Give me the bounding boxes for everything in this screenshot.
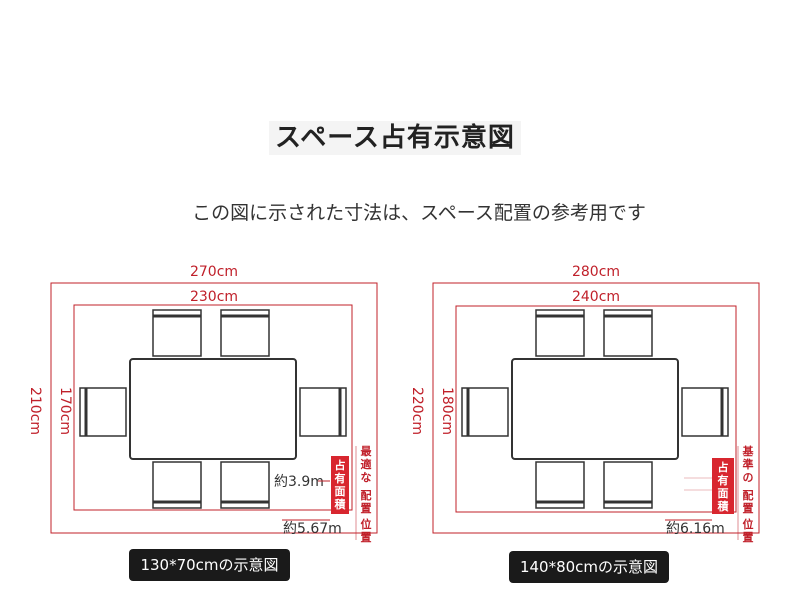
inner-boundary xyxy=(73,304,353,511)
outer-height-label: 220cm xyxy=(409,387,425,435)
area-box-char: 占 xyxy=(718,460,729,474)
svg-text:最: 最 xyxy=(361,445,373,458)
chair xyxy=(681,387,729,437)
svg-text:配: 配 xyxy=(361,488,372,502)
chair xyxy=(535,461,585,509)
area-box-char: 占 xyxy=(335,458,346,472)
inner-height-label: 170cm xyxy=(57,387,73,435)
svg-text:準: 準 xyxy=(743,457,754,471)
diagram-right: 280cm 240cm 220cm 180cm xyxy=(409,264,760,544)
chair xyxy=(603,309,653,357)
caption-right: 140*80cmの示意図 xyxy=(509,551,669,583)
svg-text:基: 基 xyxy=(742,444,755,458)
outer-boundary xyxy=(50,282,378,534)
area-label: 約5.67m xyxy=(283,521,342,537)
side-note: 最 適 な 配 置 位 置 xyxy=(361,445,373,544)
inner-width-label: 230cm xyxy=(190,289,238,305)
chair xyxy=(220,309,270,357)
chair xyxy=(603,461,653,509)
chair xyxy=(79,387,127,437)
area-box-char: 面 xyxy=(718,487,729,500)
chair xyxy=(461,387,509,437)
area-box-char: 有 xyxy=(718,473,729,487)
chair xyxy=(535,309,585,357)
svg-text:な: な xyxy=(361,471,372,484)
svg-text:適: 適 xyxy=(361,457,372,471)
chair xyxy=(220,461,270,509)
svg-text:位: 位 xyxy=(743,517,754,531)
diagram-left: 270cm 230cm 210cm 170cm xyxy=(27,264,378,544)
side-note: 基 準 の 配 置 位 置 xyxy=(742,444,755,544)
inner-width-label: 240cm xyxy=(572,289,620,305)
caption-left: 130*70cmの示意図 xyxy=(129,549,290,581)
chair xyxy=(299,387,347,437)
svg-text:置: 置 xyxy=(743,502,754,515)
inner-height-label: 180cm xyxy=(439,387,455,435)
outer-width-label: 280cm xyxy=(572,264,620,280)
dining-table xyxy=(129,358,297,460)
svg-text:位: 位 xyxy=(361,517,372,531)
svg-text:置: 置 xyxy=(361,531,372,544)
outer-boundary xyxy=(432,282,760,534)
svg-text:の: の xyxy=(743,471,754,484)
area-box-char: 面 xyxy=(335,485,346,498)
depth-label: 約3.9m xyxy=(274,474,324,490)
inner-boundary xyxy=(455,305,737,513)
area-box-char: 積 xyxy=(334,497,347,511)
svg-text:配: 配 xyxy=(743,488,754,502)
svg-text:置: 置 xyxy=(361,502,372,515)
area-box-char: 積 xyxy=(717,499,730,513)
page-subtitle: この図に示された寸法は、スペース配置の参考用です xyxy=(192,202,646,224)
area-box xyxy=(712,458,734,514)
svg-text:置: 置 xyxy=(743,531,754,544)
chair xyxy=(152,309,202,357)
chair xyxy=(152,461,202,509)
outer-height-label: 210cm xyxy=(27,387,43,435)
dining-table xyxy=(511,358,679,460)
area-box xyxy=(331,456,349,514)
area-label: 約6.16m xyxy=(666,521,725,537)
outer-width-label: 270cm xyxy=(190,264,238,280)
area-box-char: 有 xyxy=(335,471,346,485)
page-title: スペース占有示意図 xyxy=(0,117,790,155)
